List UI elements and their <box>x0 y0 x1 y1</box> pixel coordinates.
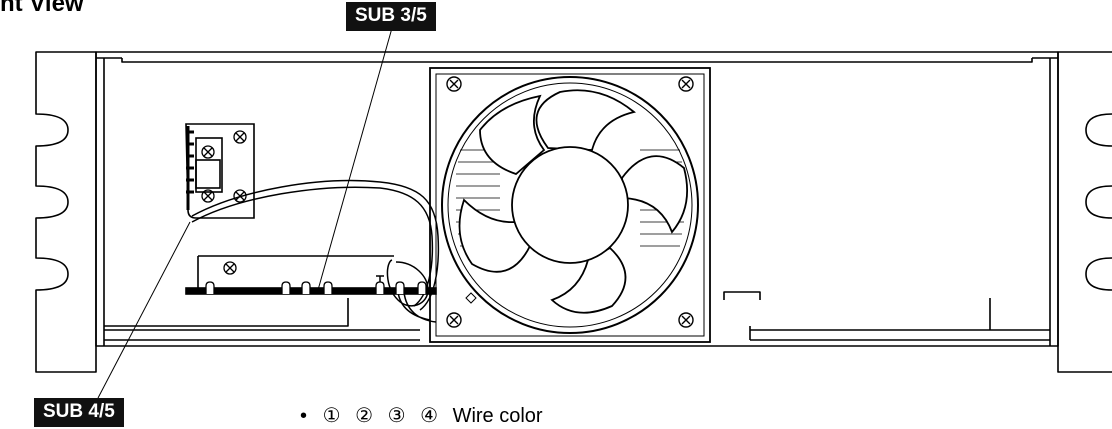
legend-text: Wire color <box>452 405 543 427</box>
wire-harness <box>191 179 440 323</box>
chassis-inner-frame <box>96 57 1058 346</box>
legend-bullet: • <box>300 405 308 427</box>
fan-assembly <box>429 67 711 343</box>
fan-blades <box>458 89 689 314</box>
sub-3-5-board <box>185 255 437 295</box>
sub-3-5-callout: SUB 3/5 <box>346 2 436 31</box>
chassis-top-edge <box>121 58 1033 63</box>
bottom-rail <box>104 298 1050 341</box>
fan-shroud-inner <box>447 82 693 328</box>
bottom-slot <box>723 291 761 300</box>
fan-diamond-mark <box>465 292 477 304</box>
sub-4-5-callout: SUB 4/5 <box>34 398 124 427</box>
board-connectors <box>205 281 427 294</box>
left-rack-ear <box>35 51 97 373</box>
chassis-body <box>95 51 1059 347</box>
page-title: nt View <box>0 0 84 17</box>
right-rack-ear <box>1057 51 1112 373</box>
leader-lines <box>97 27 393 399</box>
sub-4-5-bracket <box>185 123 255 219</box>
legend-number-2: ② <box>355 405 374 427</box>
wire-color-legend: • ① ② ③ ④ Wire color <box>300 404 543 428</box>
legend-number-1: ① <box>322 405 341 427</box>
legend-number-4: ④ <box>420 405 439 427</box>
leader-sub-4-5 <box>97 221 191 399</box>
legend-number-3: ③ <box>387 405 406 427</box>
leader-sub-3-5 <box>317 27 393 291</box>
fan-hub <box>511 146 629 264</box>
fan-shroud <box>441 76 699 334</box>
fan-screws <box>446 76 694 328</box>
fan-frame-inner <box>435 73 705 337</box>
